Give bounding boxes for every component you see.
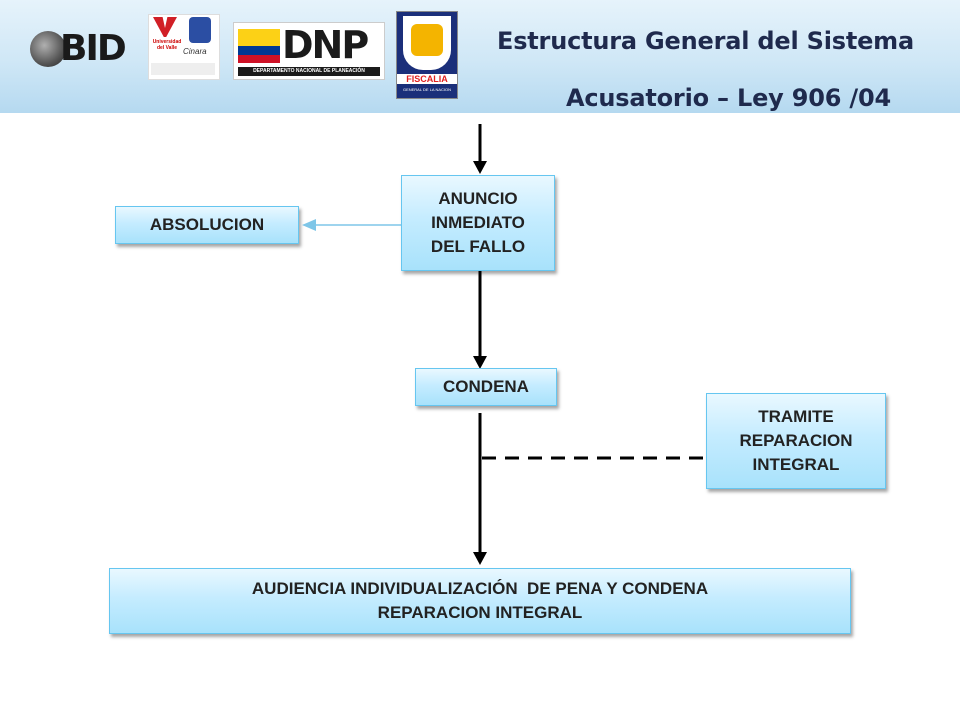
info-icon [189,17,211,43]
node-audiencia-individualizacion: AUDIENCIA INDIVIDUALIZACIÓN DE PENA Y CO… [109,568,851,634]
arrow-anuncio-to-condena-head [473,356,487,369]
globe-icon [30,31,66,67]
fiscalia-logo-text: FISCALIA [397,74,457,84]
cinara-logo-text: Cinara [183,47,207,56]
dnp-logo: DNP DEPARTAMENTO NACIONAL DE PLANEACIÓN [233,22,385,80]
arrow-into-anuncio-head [473,161,487,174]
node-tramite-line2: REPARACION [739,431,853,450]
node-audiencia-line1: AUDIENCIA INDIVIDUALIZACIÓN DE PENA Y CO… [251,579,709,598]
dnp-logo-subtitle: DEPARTAMENTO NACIONAL DE PLANEACIÓN [238,67,380,76]
bid-logo-text: BID [60,28,127,69]
page-subtitle: Acusatorio – Ley 906 /04 [566,84,891,112]
node-tramite-line1: TRAMITE [758,407,834,426]
fiscalia-logo-subtitle: GENERAL DE LA NACION [402,87,452,92]
univalle-cinara-logo: Universidad del Valle Cinara [148,14,220,80]
node-condena: CONDENA [415,368,557,406]
puzzle-icon [411,24,443,56]
bid-logo: BID [28,28,128,70]
node-audiencia-line2: REPARACION INTEGRAL [377,603,583,622]
univalle-logo-text: Universidad del Valle [152,39,182,51]
node-absolucion: ABSOLUCION [115,206,299,244]
colombia-flag-icon [238,29,280,63]
node-anuncio-line1: ANUNCIO [438,189,518,208]
node-tramite-line3: INTEGRAL [752,455,840,474]
node-condena-label: CONDENA [443,377,529,396]
dnp-logo-text: DNP [282,23,369,67]
arrow-anuncio-to-absolucion-head [302,219,316,231]
node-anuncio-line2: INMEDIATO [431,213,525,232]
fiscalia-logo: FISCALIA GENERAL DE LA NACION [396,11,458,99]
arrow-condena-to-audiencia-head [473,552,487,565]
page-title: Estructura General del Sistema [497,27,914,55]
node-absolucion-label: ABSOLUCION [149,215,265,234]
node-tramite-reparacion-integral: TRAMITE REPARACION INTEGRAL [706,393,886,489]
node-anuncio-line3: DEL FALLO [430,237,526,256]
node-anuncio-inmediato-del-fallo: ANUNCIO INMEDIATO DEL FALLO [401,175,555,271]
partner-emblems [151,63,215,75]
